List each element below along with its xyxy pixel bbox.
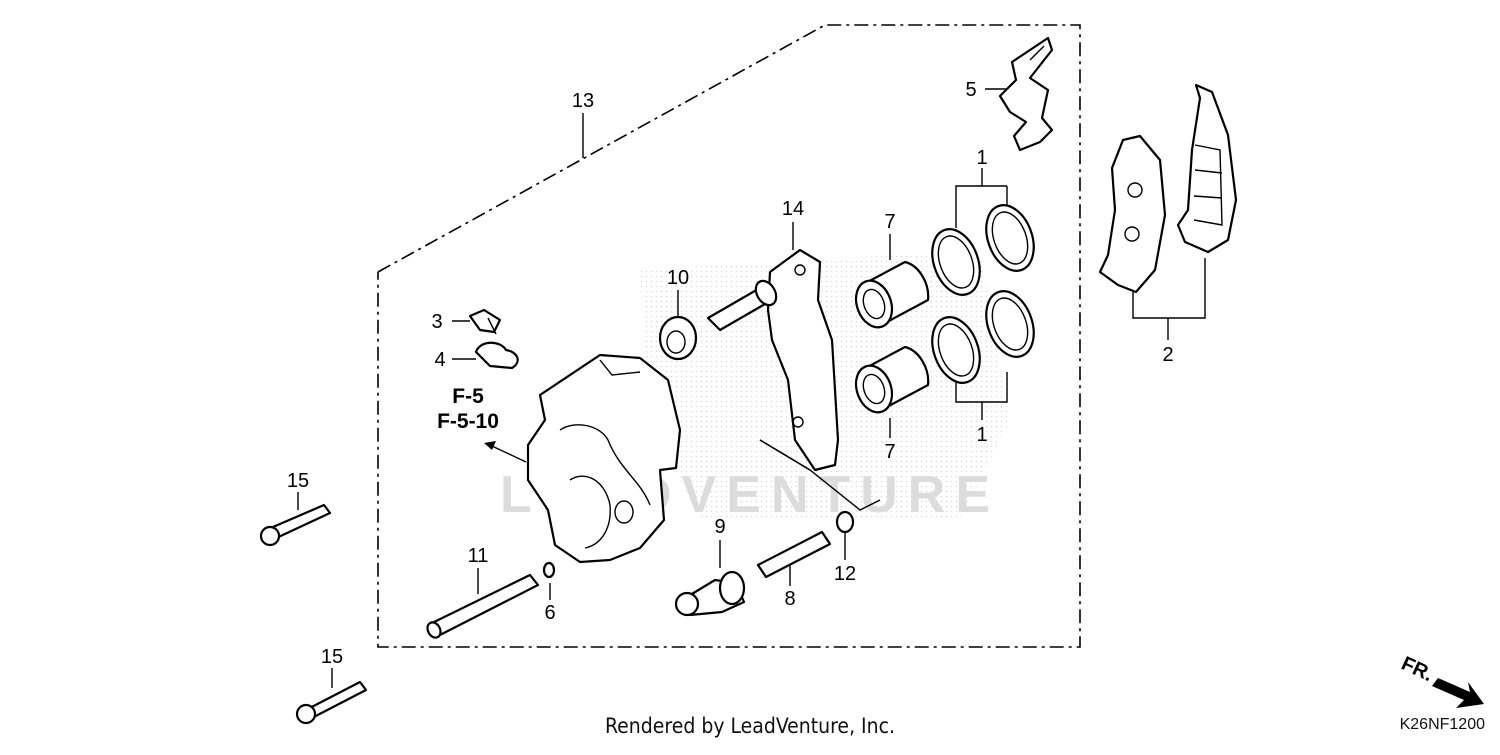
pistons <box>854 260 930 414</box>
callouts: 13 5 1 1 2 14 7 7 10 3 4 F-5 F-5-10 9 11… <box>287 79 1174 668</box>
callout-1-bottom: 1 <box>976 424 987 446</box>
callout-9: 9 <box>714 516 725 538</box>
callout-10: 10 <box>667 267 689 289</box>
small-washer <box>835 510 855 534</box>
front-direction-arrow: FR. <box>1398 653 1484 708</box>
diagram-code: K26NF1200 <box>1399 716 1485 733</box>
pin-bolt <box>674 570 746 617</box>
callout-8: 8 <box>784 588 795 610</box>
callout-15-bottom: 15 <box>321 646 343 668</box>
callout-12: 12 <box>834 563 856 585</box>
piston-seals <box>931 204 1035 384</box>
callout-5: 5 <box>965 79 976 101</box>
bracket-pin <box>756 530 832 579</box>
leader-lines <box>297 88 1206 688</box>
assembly-boundary <box>377 24 1081 648</box>
callout-2: 2 <box>1162 344 1173 366</box>
callout-3: 3 <box>431 311 442 333</box>
slide-pin <box>426 573 540 639</box>
brake-pads <box>1098 83 1238 294</box>
callout-15-top: 15 <box>287 470 309 492</box>
rendered-by-footer: Rendered by LeadVenture, Inc. <box>605 714 895 738</box>
callout-7-bottom: 7 <box>884 441 895 463</box>
pad-spring-clip <box>998 36 1054 152</box>
callout-1-top: 1 <box>976 147 987 169</box>
caliper-body <box>526 353 682 564</box>
ref-f5: F-5 <box>452 385 484 408</box>
ref-f5-10: F-5-10 <box>437 410 499 433</box>
bleeder-and-cap <box>468 308 519 370</box>
callout-6: 6 <box>544 602 555 624</box>
callout-14: 14 <box>782 198 804 220</box>
callout-11: 11 <box>468 545 489 567</box>
boot <box>658 315 698 361</box>
direction-label: FR. <box>1398 653 1436 687</box>
callout-13: 13 <box>572 90 594 112</box>
washer <box>542 561 556 579</box>
ref-arrow <box>484 441 527 463</box>
mounting-bolts <box>259 503 368 725</box>
callout-4: 4 <box>434 349 445 371</box>
callout-7-top: 7 <box>884 211 895 233</box>
caliper-bracket <box>706 248 840 472</box>
